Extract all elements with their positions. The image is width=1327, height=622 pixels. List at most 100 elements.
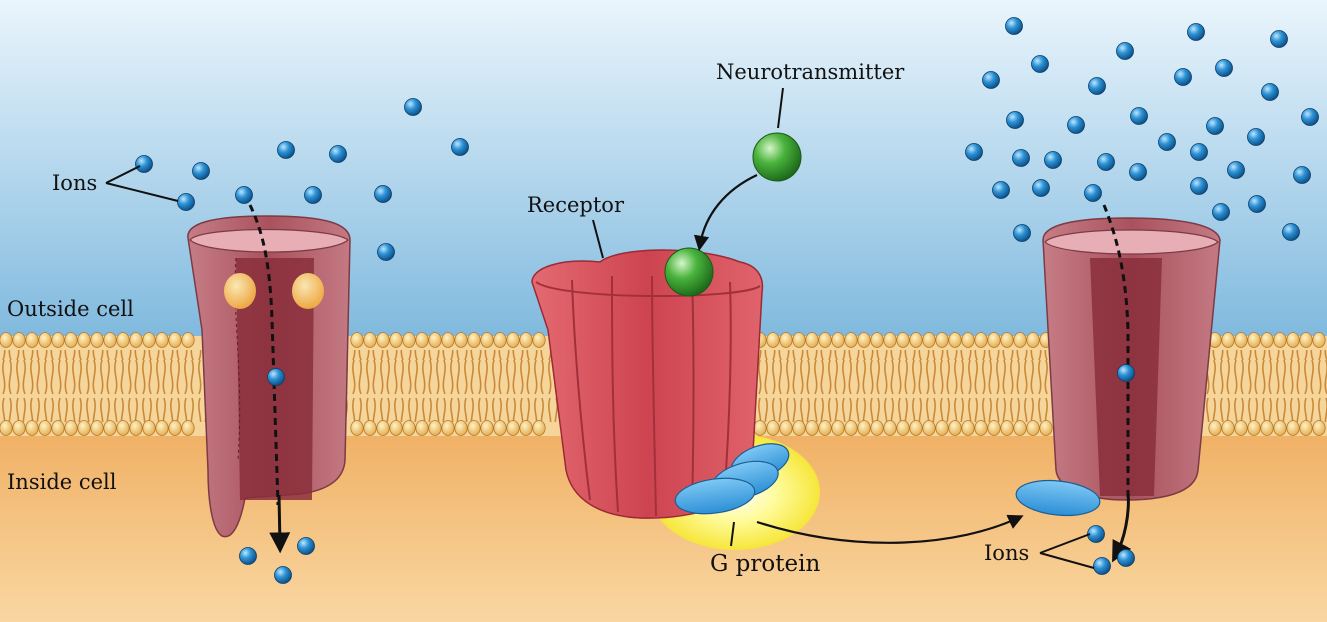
lipid-head <box>129 420 143 436</box>
lipid-head <box>12 332 26 348</box>
ion <box>1117 549 1135 567</box>
lipid-head <box>116 332 130 348</box>
ion-flow-arrow-left-head <box>269 494 291 554</box>
ion <box>329 145 347 163</box>
lipid-head <box>1260 332 1274 348</box>
lipid-head <box>870 332 884 348</box>
lipid-head <box>1000 420 1014 436</box>
neurotransmitter-molecule <box>752 132 802 182</box>
lipid-head <box>454 420 468 436</box>
ion <box>1282 223 1300 241</box>
ion <box>1130 107 1148 125</box>
lipid-head <box>480 420 494 436</box>
lipid-head <box>428 332 442 348</box>
lipid-head <box>831 420 845 436</box>
lipid-head <box>467 332 481 348</box>
binding-site-right-1 <box>292 273 324 309</box>
ion <box>1067 116 1085 134</box>
lipid-head <box>1286 420 1300 436</box>
lipid-head <box>532 332 546 348</box>
lipid-head <box>1000 332 1014 348</box>
lipid-head <box>519 332 533 348</box>
g-protein-label: G protein <box>710 551 820 577</box>
lipid-head <box>363 420 377 436</box>
ion <box>992 181 1010 199</box>
lipid-head <box>935 332 949 348</box>
ion <box>1012 149 1030 167</box>
lipid-heads-outer <box>0 332 1326 348</box>
lipid-head <box>532 420 546 436</box>
lipid-head <box>896 420 910 436</box>
lipid-head <box>1013 420 1027 436</box>
lipid-head <box>467 420 481 436</box>
lipid-head <box>922 332 936 348</box>
g-protein-activation-arrow <box>756 514 1024 544</box>
lipid-head <box>25 420 39 436</box>
ion <box>451 138 469 156</box>
lipid-head <box>1247 332 1261 348</box>
lipid-head <box>935 420 949 436</box>
lipid-head <box>1260 420 1274 436</box>
lipid-head <box>376 420 390 436</box>
ion <box>135 155 153 173</box>
ion <box>1097 153 1115 171</box>
lipid-head <box>155 332 169 348</box>
ion <box>1005 17 1023 35</box>
ion <box>1190 143 1208 161</box>
lipid-head <box>77 420 91 436</box>
lipid-head <box>103 420 117 436</box>
outside-cell-label: Outside cell <box>7 297 134 321</box>
lipid-head <box>415 420 429 436</box>
ion <box>1187 23 1205 41</box>
ion <box>267 368 285 386</box>
lipid-head <box>1312 332 1326 348</box>
lipid-head <box>64 420 78 436</box>
lipid-head <box>883 332 897 348</box>
neurotransmitter-binding-arrow <box>693 174 758 252</box>
lipid-head <box>818 420 832 436</box>
lipid-head <box>142 420 156 436</box>
ion <box>1248 195 1266 213</box>
ion <box>274 566 292 584</box>
ion <box>1032 179 1050 197</box>
ion <box>1247 128 1265 146</box>
lipid-head <box>922 420 936 436</box>
lipid-head <box>1039 420 1053 436</box>
lipid-head <box>1234 332 1248 348</box>
ion <box>1190 177 1208 195</box>
ions-label-right: Ions <box>984 541 1029 565</box>
binding-site-left-1 <box>224 273 256 309</box>
lipid-head <box>519 420 533 436</box>
lipid-head <box>1026 332 1040 348</box>
ion <box>277 141 295 159</box>
lipid-heads-inner <box>0 420 1326 436</box>
lipid-head <box>779 332 793 348</box>
ion <box>1261 83 1279 101</box>
ion <box>1293 166 1311 184</box>
lipid-head <box>948 332 962 348</box>
ion <box>1212 203 1230 221</box>
lipid-head <box>909 332 923 348</box>
lipid-head <box>948 420 962 436</box>
lipid-head <box>402 332 416 348</box>
lipid-head <box>402 420 416 436</box>
lipid-head <box>415 332 429 348</box>
lipid-head <box>168 332 182 348</box>
lipid-head <box>90 332 104 348</box>
ion <box>1158 133 1176 151</box>
lipid-head <box>844 420 858 436</box>
lipid-head <box>1273 332 1287 348</box>
ion <box>1227 161 1245 179</box>
lipid-head <box>103 332 117 348</box>
ion <box>1301 108 1319 126</box>
lipid-head <box>974 420 988 436</box>
ion <box>965 143 983 161</box>
ions <box>135 17 1319 584</box>
lipid-head <box>376 332 390 348</box>
ion <box>1093 557 1111 575</box>
lipid-head <box>805 420 819 436</box>
ion <box>1084 184 1102 202</box>
lipid-head <box>480 332 494 348</box>
lipid-head <box>350 332 364 348</box>
